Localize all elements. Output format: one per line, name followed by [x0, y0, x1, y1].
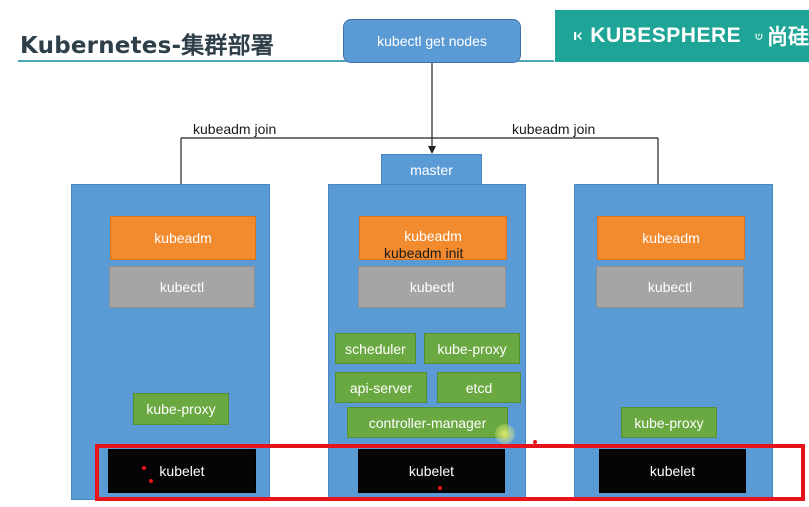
worker-left-kube-proxy: kube-proxy — [133, 393, 229, 425]
master-kubelet: kubelet — [358, 449, 505, 493]
annotation-dot — [149, 479, 153, 483]
master-kubeadm: kubeadm — [359, 216, 507, 260]
worker-left-kubelet: kubelet — [108, 449, 256, 493]
worker-left-kubectl: kubectl — [109, 266, 255, 308]
master-kube-proxy: kube-proxy — [424, 333, 520, 364]
master-kubectl: kubectl — [358, 266, 506, 308]
worker-right-kubelet: kubelet — [599, 449, 746, 493]
master-api-server: api-server — [335, 372, 427, 403]
master-scheduler: scheduler — [335, 333, 416, 364]
page-title: Kubernetes-集群部署 — [20, 33, 275, 59]
brand-partner: 尚硅 — [767, 26, 809, 49]
worker-right-kubeadm: kubeadm — [597, 216, 745, 260]
annotation-dot — [142, 466, 146, 470]
kubesphere-logo-icon — [574, 32, 582, 40]
partner-logo-icon — [755, 33, 763, 40]
annotation-dot — [533, 440, 537, 444]
worker-left-kubeadm: kubeadm — [110, 216, 256, 260]
join-label-left: kubeadm join — [193, 121, 277, 137]
kubectl-get-nodes-command: kubectl get nodes — [343, 19, 521, 63]
kubeadm-init-label: kubeadm init — [384, 245, 464, 261]
annotation-dot — [438, 486, 442, 490]
kubelet-highlight-frame — [95, 444, 805, 501]
worker-right-kubectl: kubectl — [596, 266, 744, 308]
join-label-right: kubeadm join — [512, 121, 596, 137]
master-tab: master — [381, 154, 482, 185]
cursor-highlight — [495, 424, 515, 444]
brand-banner: KUBESPHERE 尚硅 — [555, 10, 809, 62]
master-controller-manager: controller-manager — [347, 407, 508, 438]
master-etcd: etcd — [437, 372, 521, 403]
worker-right-kube-proxy: kube-proxy — [621, 407, 717, 438]
brand-name: KUBESPHERE — [590, 24, 742, 47]
title-underline — [18, 60, 554, 62]
